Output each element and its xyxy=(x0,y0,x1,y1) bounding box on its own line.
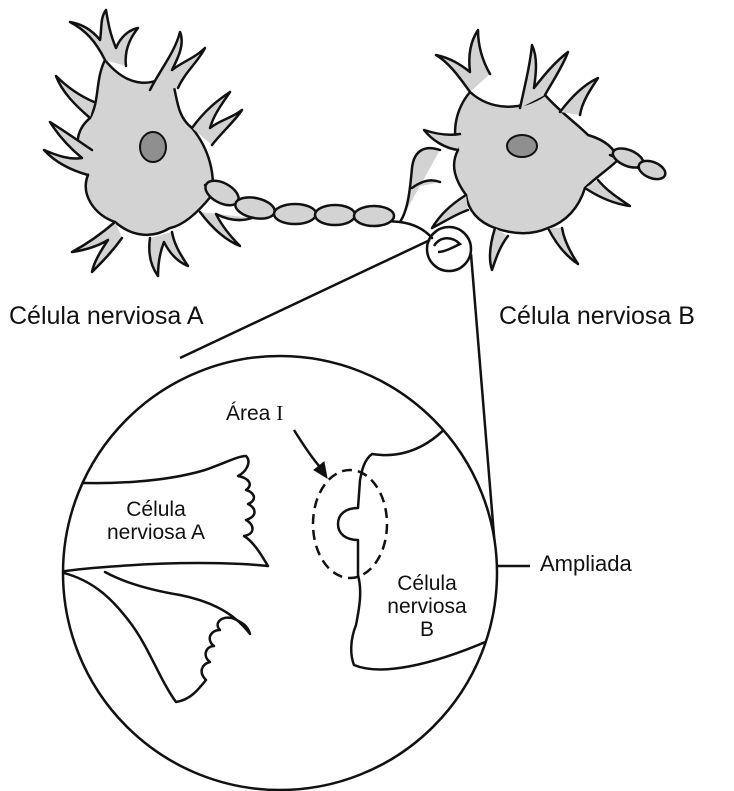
nerve-cell-b-dendrite xyxy=(560,78,598,115)
label-area-word: Área xyxy=(226,402,270,425)
synapse-marker-detail xyxy=(434,238,460,252)
nerve-cell-a-dendrite xyxy=(56,76,94,118)
nerve-cell-b-dendrite xyxy=(432,195,468,228)
nerve-cell-b-dendrite xyxy=(436,30,490,92)
label-cell-a-zoom-line2: nerviosa A xyxy=(96,521,216,544)
label-cell-b-top: Célula nerviosa B xyxy=(499,303,695,331)
label-cell-b-zoom-line2: nerviosa xyxy=(382,595,472,618)
label-cell-a-top: Célula nerviosa A xyxy=(9,303,204,331)
nerve-cell-b-nucleus xyxy=(507,135,537,157)
nerve-cell-a-dendrite xyxy=(70,10,138,66)
label-cell-b-zoom-line1: Célula xyxy=(382,572,472,595)
nerve-cell-b-dendrite xyxy=(585,180,630,206)
myelin-segment xyxy=(636,157,668,182)
label-area-numeral: I xyxy=(276,401,283,425)
axon xyxy=(201,148,440,238)
magnification-line-left xyxy=(180,240,430,358)
label-cell-a-zoom-line1: Célula xyxy=(96,498,216,521)
myelin-segment xyxy=(354,206,394,226)
label-cell-a-zoom: Célula nerviosa A xyxy=(96,498,216,544)
nerve-cell-a-dendrite xyxy=(150,32,205,90)
nerve-cell-a-nucleus xyxy=(140,132,166,162)
label-area-i: Área I xyxy=(226,402,283,425)
nerve-cell-a xyxy=(44,10,252,276)
nerve-cell-b xyxy=(424,30,668,270)
label-cell-b-zoom: Célula nerviosa B xyxy=(382,572,472,641)
label-cell-b-zoom-line3: B xyxy=(382,618,472,641)
nerve-cell-a-dendrite xyxy=(200,212,252,246)
nerve-cell-b-dendrite xyxy=(548,228,578,264)
label-magnified: Ampliada xyxy=(540,552,632,576)
nerve-cell-b-dendrite xyxy=(490,228,508,270)
nerve-cell-b-soma xyxy=(454,92,618,233)
nerve-cell-a-dendrite xyxy=(149,232,188,276)
nerve-cell-a-dendrite xyxy=(72,222,122,272)
synapse-marker xyxy=(427,227,471,271)
myelin-segment xyxy=(315,205,355,225)
myelin-segment xyxy=(274,204,316,224)
